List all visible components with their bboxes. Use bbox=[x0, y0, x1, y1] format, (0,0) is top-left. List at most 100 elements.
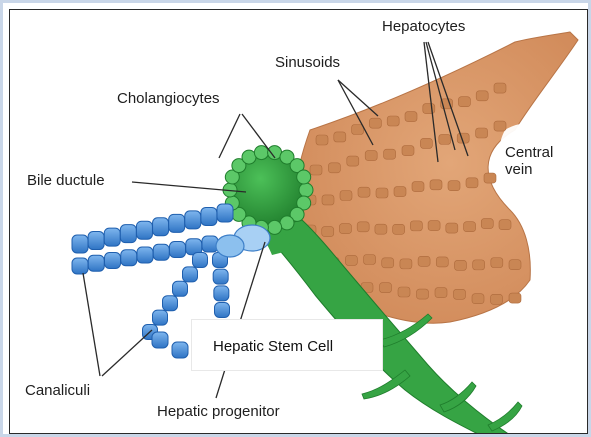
hepatocyte-cell bbox=[352, 124, 364, 134]
hepatocyte-cell bbox=[384, 149, 396, 159]
hepatocyte-cell bbox=[428, 221, 440, 231]
canaliculus-cell bbox=[88, 255, 104, 271]
hepatocyte-cell bbox=[375, 224, 387, 234]
hepatocyte-cell bbox=[435, 288, 447, 298]
hepatocyte-cell bbox=[458, 97, 470, 107]
hepatocyte-cell bbox=[454, 289, 466, 299]
canaliculus-cell bbox=[120, 225, 136, 243]
hepatocyte-cell bbox=[446, 223, 458, 233]
cholangiocyte-cell bbox=[268, 220, 282, 234]
hepatocyte-cell bbox=[472, 294, 484, 304]
hepatocyte-cell bbox=[394, 187, 406, 197]
hepatocyte-cell bbox=[339, 224, 351, 234]
label-central-vein: Central vein bbox=[505, 144, 553, 179]
canaliculus-cell bbox=[169, 214, 185, 232]
cholangiocyte-cell bbox=[299, 183, 313, 197]
canaliculus-cell bbox=[152, 332, 168, 348]
hepatocyte-cell bbox=[316, 135, 328, 145]
hepatocyte-cell bbox=[476, 91, 488, 101]
canaliculus-cell bbox=[72, 235, 88, 253]
canaliculus-cell bbox=[153, 218, 169, 236]
hepatocyte-cell bbox=[376, 188, 388, 198]
leader-canaliculi-2 bbox=[102, 330, 152, 376]
hepatocyte-cell bbox=[402, 146, 414, 156]
hepatocyte-cell bbox=[310, 165, 322, 175]
hepatocyte-cell bbox=[464, 222, 476, 232]
label-cholangiocytes: Cholangiocytes bbox=[117, 90, 220, 107]
hepatocyte-cell bbox=[398, 287, 410, 297]
cholangiocyte-cell bbox=[280, 216, 294, 230]
hepatocyte-cell bbox=[387, 116, 399, 126]
hepatocyte-cell bbox=[369, 118, 381, 128]
leader-cholangiocytes-1 bbox=[219, 114, 240, 158]
canaliculus-cell bbox=[153, 310, 168, 325]
ductule-branch-5 bbox=[488, 402, 522, 431]
canaliculus-cell bbox=[121, 250, 137, 266]
cholangiocyte-cell bbox=[242, 150, 256, 164]
hepatocyte-cell bbox=[494, 121, 506, 131]
canaliculus-cell bbox=[88, 232, 104, 250]
hepatocyte-cell bbox=[334, 132, 346, 142]
label-hepatocytes: Hepatocytes bbox=[382, 18, 465, 35]
hepatocyte-cell bbox=[499, 220, 511, 230]
hepatocyte-cell bbox=[322, 227, 334, 237]
cholangiocyte-cell bbox=[254, 146, 268, 160]
hepatocyte-cell bbox=[420, 138, 432, 148]
label-bile-ductule: Bile ductule bbox=[27, 172, 105, 189]
canaliculus-cell bbox=[170, 242, 186, 258]
hepatocyte-cell bbox=[412, 182, 424, 192]
label-hepatic-progenitor: Hepatic progenitor bbox=[157, 403, 280, 420]
hepatocyte-cell bbox=[448, 181, 460, 191]
canaliculus-cell bbox=[72, 258, 88, 274]
canaliculus-cell bbox=[137, 247, 153, 263]
hepatocyte-cell bbox=[328, 163, 340, 173]
hepatocyte-cell bbox=[491, 294, 503, 304]
hepatocyte-cell bbox=[430, 180, 442, 190]
hepatocyte-cell bbox=[484, 173, 496, 183]
hepatocyte-cell bbox=[347, 156, 359, 166]
canaliculus-cell bbox=[173, 281, 188, 296]
canaliculus-cell bbox=[201, 207, 217, 225]
hepatocyte-cell bbox=[417, 289, 429, 299]
hepatocyte-cell bbox=[345, 255, 357, 265]
hepatocyte-cell bbox=[454, 260, 466, 270]
hepatocyte-cell bbox=[439, 134, 451, 144]
hepatocyte-cell bbox=[364, 255, 376, 265]
hepatocyte-cell bbox=[436, 257, 448, 267]
hepatocyte-cell bbox=[358, 187, 370, 197]
hepatocyte-cell bbox=[365, 151, 377, 161]
canaliculus-cell bbox=[183, 267, 198, 282]
hepatocyte-cell bbox=[491, 258, 503, 268]
hepatocyte-cell bbox=[382, 258, 394, 268]
canaliculus-cell bbox=[185, 211, 201, 229]
hepatocyte-cell bbox=[494, 83, 506, 93]
hepatocyte-cell bbox=[393, 224, 405, 234]
label-canaliculi: Canaliculi bbox=[25, 382, 90, 399]
canaliculus-cell bbox=[193, 253, 208, 268]
leader-sinusoids-1 bbox=[338, 80, 378, 116]
hepatocyte-cell bbox=[322, 195, 334, 205]
label-hepatic-stem-cell: Hepatic Stem Cell bbox=[213, 338, 333, 355]
hepatocyte-cell bbox=[476, 128, 488, 138]
label-sinusoids: Sinusoids bbox=[275, 54, 340, 71]
diagram-panel: Hepatocytes Sinusoids Cholangiocytes Cen… bbox=[9, 9, 588, 434]
hepatocyte-cell bbox=[340, 190, 352, 200]
hepatocyte-cell bbox=[357, 222, 369, 232]
canaliculus-cell bbox=[217, 204, 233, 222]
hepatocyte-cell bbox=[405, 112, 417, 122]
canaliculus-cell bbox=[105, 253, 121, 269]
canaliculus-cell bbox=[213, 269, 228, 284]
canaliculus-cell bbox=[136, 221, 152, 239]
canaliculus-cell bbox=[104, 228, 120, 246]
hepatocyte-cell bbox=[509, 293, 521, 303]
hepatocyte-cell bbox=[423, 104, 435, 114]
hepatocyte-cell bbox=[509, 260, 521, 270]
canaliculus-cell bbox=[214, 286, 229, 301]
canaliculus-cell bbox=[172, 342, 188, 358]
hepatocyte-cell bbox=[400, 259, 412, 269]
hepatocyte-cell bbox=[418, 256, 430, 266]
hepatocyte-cell bbox=[410, 221, 422, 231]
canaliculus-cell bbox=[153, 244, 169, 260]
cholangiocyte-cell bbox=[297, 170, 311, 184]
